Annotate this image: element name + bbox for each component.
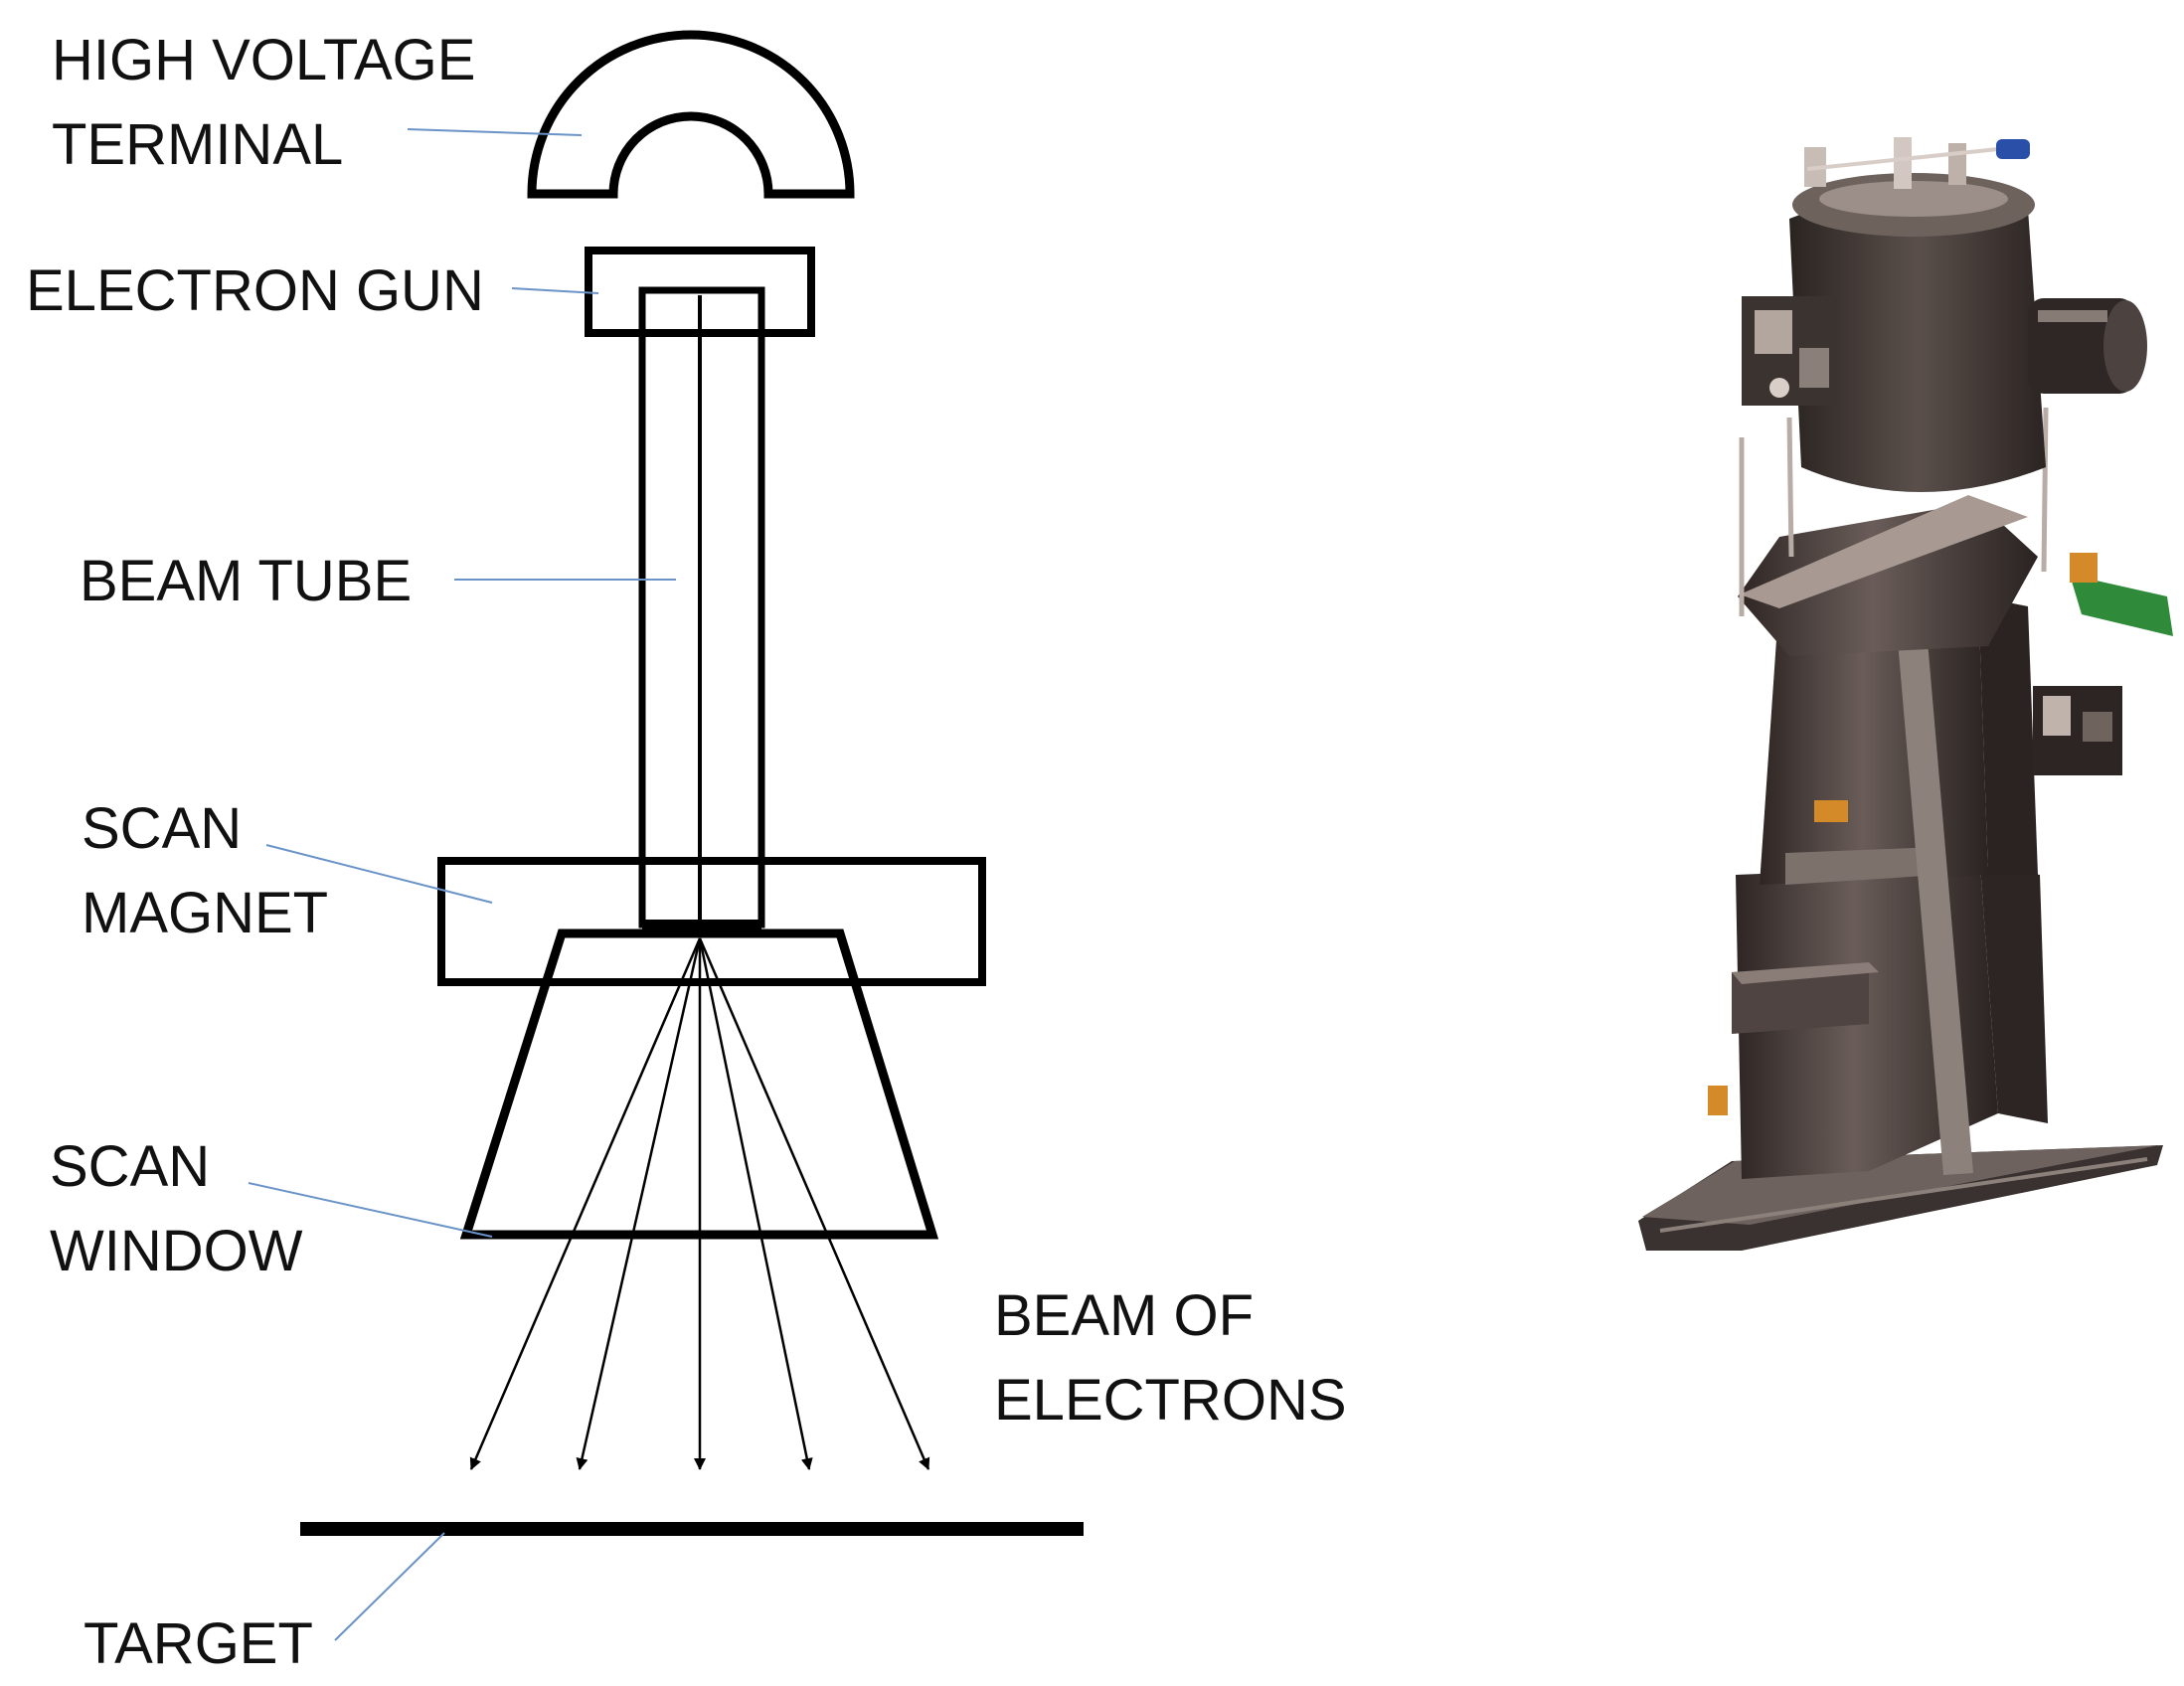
label-target: TARGET [84, 1611, 313, 1676]
leader-lines [248, 128, 676, 1641]
photo-top-tank [1789, 196, 2046, 492]
label-high-voltage-line2: TERMINAL [52, 112, 343, 177]
photo-mid-column-side [1978, 596, 2038, 875]
scan-window-shape [459, 928, 939, 1240]
beam-ray [698, 937, 930, 1470]
photo-top-tank-lid-inner [1819, 181, 2008, 217]
leader-line-electron-gun [511, 287, 599, 294]
photo-upper-cone-rim [1740, 495, 2028, 608]
label-beam-tube: BEAM TUBE [80, 549, 412, 613]
electron-beam-rays [469, 937, 930, 1470]
schematic-diagram: HIGH VOLTAGE TERMINAL ELECTRON GUN BEAM … [26, 28, 1347, 1676]
high-voltage-terminal-shape [527, 30, 855, 199]
photo-lower-column-side [1980, 865, 2048, 1123]
photo-side-equipment-left [1742, 296, 1837, 406]
leader-line-high-voltage [407, 128, 583, 136]
leader-line-scan-window [248, 1182, 493, 1238]
beam-ray [576, 937, 702, 1470]
photo-accessories [1708, 553, 2173, 1115]
label-beam-of-electrons-line2: ELECTRONS [994, 1368, 1347, 1433]
scan-magnet-shape [437, 857, 986, 986]
label-electron-gun: ELECTRON GUN [26, 258, 484, 323]
beam-ray [698, 937, 813, 1470]
label-scan-magnet-line2: MAGNET [82, 881, 328, 945]
photo-frame-rods [1739, 407, 2049, 616]
beam-ray [469, 937, 702, 1470]
photo-flange-lower-light [1732, 962, 1879, 984]
leader-line-scan-magnet [265, 844, 493, 904]
leader-line-target [334, 1532, 445, 1641]
photo-top-fittings [1804, 137, 2030, 189]
label-scan-window-line2: WINDOW [50, 1219, 303, 1283]
label-high-voltage-line1: HIGH VOLTAGE [52, 28, 475, 92]
photo-vertical-pipe [1889, 537, 1973, 1175]
photo-mid-flange [1785, 847, 1940, 885]
accelerator-photo [1638, 137, 2173, 1251]
label-scan-window-line1: SCAN [50, 1134, 210, 1199]
photo-base-rail [1659, 1157, 2148, 1233]
photo-side-cylinder-right [2028, 298, 2147, 394]
label-scan-magnet-line1: SCAN [82, 796, 242, 861]
label-beam-of-electrons-line1: BEAM OF [994, 1283, 1254, 1348]
